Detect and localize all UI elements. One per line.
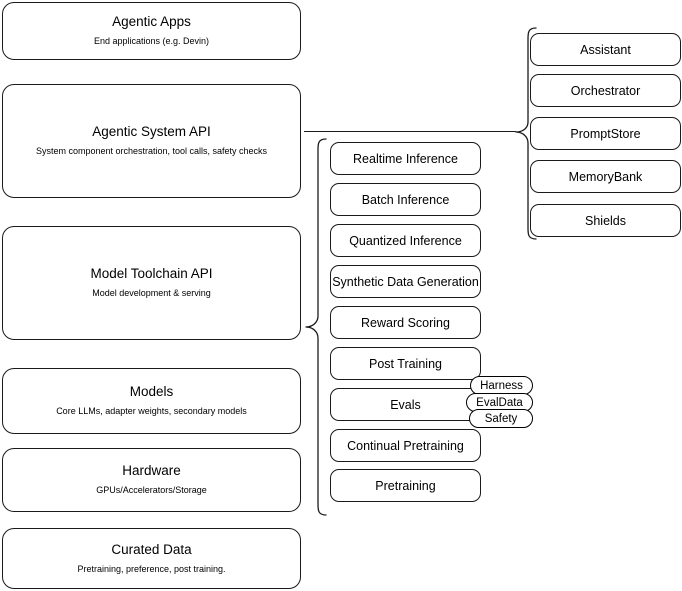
layer-subtitle: System component orchestration, tool cal… [35, 146, 268, 157]
layer-subtitle: Pretraining, preference, post training. [77, 563, 226, 574]
capability-synthetic-data-generation[interactable]: Synthetic Data Generation [330, 265, 481, 298]
evals-tag-evaldata[interactable]: EvalData [466, 393, 533, 412]
capability-pretraining[interactable]: Pretraining [330, 469, 481, 502]
capability-label: Evals [390, 397, 421, 412]
evals-tag-label: Safety [484, 412, 518, 425]
component-label: PromptStore [570, 126, 641, 141]
evals-tag-safety[interactable]: Safety [469, 409, 533, 428]
component-label: MemoryBank [568, 169, 643, 184]
bracket-toolchain-capabilities [305, 138, 327, 516]
capability-label: Reward Scoring [361, 315, 450, 330]
layer-title: Agentic System API [92, 124, 211, 140]
capability-label: Post Training [369, 356, 442, 371]
layer-subtitle: Core LLMs, adapter weights, secondary mo… [56, 406, 247, 417]
capability-label: Batch Inference [361, 192, 450, 207]
bracket-system-components [515, 27, 537, 240]
evals-tag-label: Harness [480, 379, 523, 392]
capability-label: Realtime Inference [353, 151, 458, 166]
capability-label: Quantized Inference [349, 233, 462, 248]
capability-label: Continual Pretraining [347, 438, 464, 453]
capability-continual-pretraining[interactable]: Continual Pretraining [330, 429, 481, 462]
component-memorybank[interactable]: MemoryBank [530, 160, 681, 193]
layer-subtitle: End applications (e.g. Devin) [93, 36, 210, 47]
capability-quantized-inference[interactable]: Quantized Inference [330, 224, 481, 257]
capability-reward-scoring[interactable]: Reward Scoring [330, 306, 481, 339]
layer-agentic-system-api[interactable]: Agentic System API System component orch… [2, 84, 301, 198]
layer-subtitle: GPUs/Accelerators/Storage [96, 485, 207, 496]
component-shields[interactable]: Shields [530, 204, 681, 237]
capability-label: Pretraining [375, 478, 436, 493]
component-promptstore[interactable]: PromptStore [530, 117, 681, 150]
layer-hardware[interactable]: Hardware GPUs/Accelerators/Storage [2, 448, 301, 512]
capability-evals[interactable]: Evals [330, 388, 481, 421]
evals-tag-label: EvalData [476, 396, 523, 409]
layer-agentic-apps[interactable]: Agentic Apps End applications (e.g. Devi… [2, 2, 301, 60]
layer-curated-data[interactable]: Curated Data Pretraining, preference, po… [2, 528, 301, 589]
layer-title: Model Toolchain API [90, 266, 213, 282]
component-orchestrator[interactable]: Orchestrator [530, 74, 681, 107]
capability-realtime-inference[interactable]: Realtime Inference [330, 142, 481, 175]
layer-title: Hardware [122, 463, 181, 479]
layer-title: Curated Data [111, 541, 192, 557]
capability-label: Synthetic Data Generation [332, 274, 479, 289]
layer-subtitle: Model development & serving [92, 288, 211, 299]
layer-model-toolchain-api[interactable]: Model Toolchain API Model development & … [2, 226, 301, 340]
capability-batch-inference[interactable]: Batch Inference [330, 183, 481, 216]
capability-post-training[interactable]: Post Training [330, 347, 481, 380]
evals-tag-harness[interactable]: Harness [470, 376, 533, 395]
connector-system-api-to-components [304, 131, 516, 133]
layer-title: Agentic Apps [112, 14, 191, 30]
layer-title: Models [129, 384, 174, 400]
component-label: Shields [585, 213, 626, 228]
layer-models[interactable]: Models Core LLMs, adapter weights, secon… [2, 368, 301, 434]
component-label: Orchestrator [570, 83, 641, 98]
component-label: Assistant [580, 42, 631, 57]
component-assistant[interactable]: Assistant [530, 33, 681, 66]
